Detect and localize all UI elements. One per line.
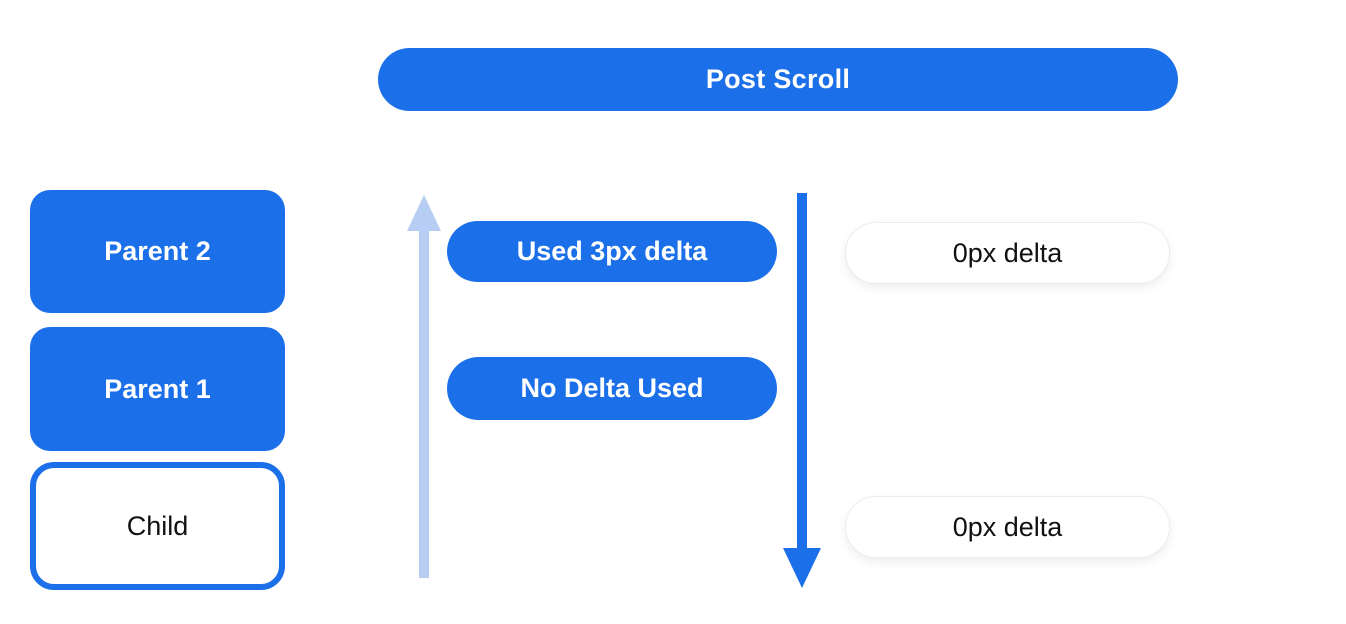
zero-px-delta-bottom-pill: 0px delta — [845, 496, 1170, 558]
down-arrow-icon — [783, 193, 821, 588]
used-3px-delta-pill: Used 3px delta — [447, 221, 777, 282]
child-box: Child — [30, 462, 285, 590]
used-3px-delta-label: Used 3px delta — [516, 236, 708, 266]
parent1-label: Parent 1 — [104, 373, 211, 404]
child-label: Child — [126, 510, 189, 541]
no-delta-used-pill: No Delta Used — [447, 357, 777, 420]
zero-px-delta-top-label: 0px delta — [952, 237, 1063, 268]
parent2-box: Parent 2 — [30, 190, 285, 313]
up-arrow-icon — [407, 195, 441, 579]
zero-px-delta-top-pill: 0px delta — [845, 222, 1170, 284]
post-scroll-header: Post Scroll — [378, 48, 1178, 111]
no-delta-used-label: No Delta Used — [520, 373, 704, 403]
zero-px-delta-bottom-label: 0px delta — [952, 511, 1063, 542]
parent2-label: Parent 2 — [104, 236, 211, 266]
parent1-box: Parent 1 — [30, 327, 285, 451]
post-scroll-label: Post Scroll — [705, 64, 851, 94]
